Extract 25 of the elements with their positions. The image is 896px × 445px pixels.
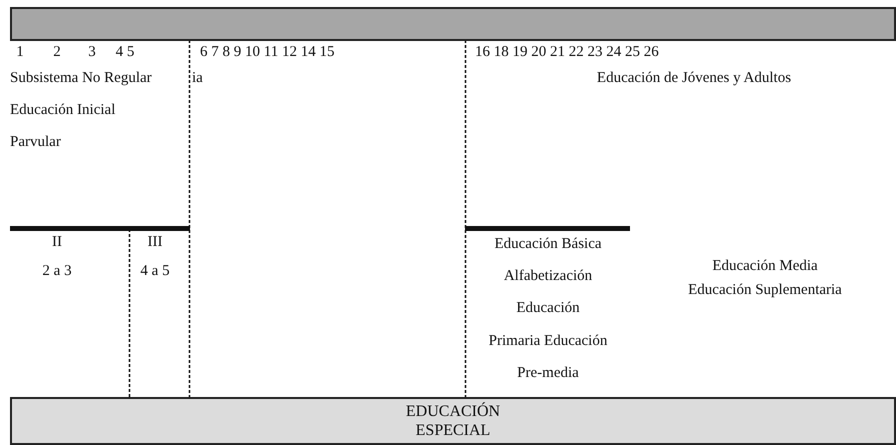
- level-label: II: [52, 234, 62, 251]
- level-label: III: [148, 234, 162, 251]
- column-label: Parvular: [10, 134, 61, 151]
- column-label: Educación Básica: [494, 236, 602, 253]
- column-label: Educación de Jóvenes y Adultos: [596, 70, 792, 87]
- column-label: Educación Suplementaria: [688, 282, 842, 299]
- column-label: Alfabetización: [504, 268, 592, 285]
- column-label: Subsistema No Regular: [10, 70, 152, 87]
- special-education-band: [10, 397, 896, 445]
- age-numbers: 6 7 8 9 10 11 12 14 15: [200, 44, 334, 61]
- column-label: Educación Inicial: [10, 102, 116, 119]
- age-number: 1: [16, 44, 24, 61]
- age-numbers: 16 18 19 20 21 22 23 24 25 26: [475, 44, 659, 61]
- header-bar: [10, 7, 896, 41]
- column-label: Primaria Educación: [488, 333, 608, 350]
- age-number: 3: [88, 44, 96, 61]
- column-label: ia: [192, 70, 203, 87]
- band-title: EDUCACIÓN ESPECIAL: [404, 402, 502, 440]
- column-label: Educación: [516, 300, 580, 317]
- age-range: 4 a 5: [140, 263, 170, 280]
- age-number: 2: [53, 44, 61, 61]
- age-range: 2 a 3: [42, 263, 72, 280]
- column-label: Educación Media: [712, 258, 818, 275]
- column-label: Pre-media: [517, 365, 579, 382]
- age-number: 4 5: [116, 44, 134, 61]
